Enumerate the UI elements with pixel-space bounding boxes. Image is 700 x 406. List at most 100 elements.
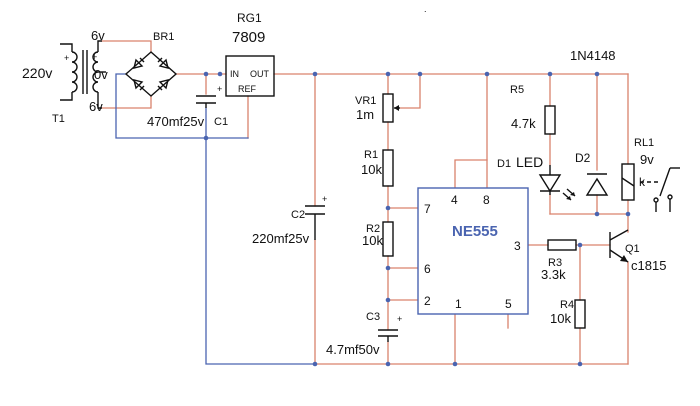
primary-plus: + xyxy=(64,53,69,63)
regulator-in-pin: IN xyxy=(230,69,239,79)
junction-dot xyxy=(203,135,209,141)
junction-dot xyxy=(385,205,391,211)
r4-name: R4 xyxy=(560,299,574,311)
secondary-lead xyxy=(97,40,102,52)
relay-contact xyxy=(667,194,673,200)
capacitor-c2 xyxy=(305,205,325,240)
resistor-body xyxy=(382,221,394,257)
junction-dot xyxy=(385,361,391,367)
junction-dot xyxy=(203,71,209,77)
diode-d2 xyxy=(585,173,609,196)
r5-value: 4.7k xyxy=(511,116,536,131)
junction-dot xyxy=(577,361,583,367)
pin-6-label: 6 xyxy=(424,262,431,276)
bridge-diode-bar xyxy=(139,85,145,91)
resistor-body xyxy=(382,93,394,123)
c3-plus: + xyxy=(397,314,402,324)
regulator-body xyxy=(225,55,275,97)
junction-dot xyxy=(484,71,490,77)
led-d1 xyxy=(538,165,576,201)
bridge-diode xyxy=(133,58,144,69)
resistor-body xyxy=(382,149,394,187)
r2-value: 10k xyxy=(362,233,383,248)
pin-4-label: 4 xyxy=(451,193,458,207)
secondary-bottom-voltage: 6v xyxy=(89,99,103,114)
c3-value: 4.7mf50v xyxy=(326,342,380,357)
relay-switch xyxy=(659,167,671,197)
wiper-arrow xyxy=(394,105,399,111)
junction-dot xyxy=(577,242,583,248)
resistor-r2 xyxy=(382,221,394,257)
relay-rl1 xyxy=(621,163,680,212)
diode-type: 1N4148 xyxy=(570,48,616,63)
junction-dot xyxy=(385,297,391,303)
r5-name: R5 xyxy=(510,84,524,96)
secondary-lead xyxy=(97,92,102,109)
junction-dot xyxy=(417,71,423,77)
regulator-type: 7809 xyxy=(232,29,265,46)
wire-sec-bot xyxy=(101,95,152,109)
c2-plus: + xyxy=(322,194,327,204)
secondary-plus: + xyxy=(92,52,97,62)
regulator-ref-pin: REF xyxy=(238,84,257,94)
led-label: LED xyxy=(516,154,543,170)
relay-contact xyxy=(653,197,659,203)
bridge-rectifier-br1 xyxy=(124,51,178,97)
wire-sec-top xyxy=(101,40,152,53)
input-voltage-label: 220v xyxy=(22,65,52,81)
junction-dot xyxy=(312,361,318,367)
capacitor-c3 xyxy=(378,329,398,342)
junction-dot xyxy=(594,71,600,77)
relay-coil xyxy=(621,163,635,201)
ground-bridge-minus xyxy=(115,73,249,139)
junction-dot xyxy=(547,71,553,77)
regulator-rg1 xyxy=(225,55,275,97)
primary-lead xyxy=(60,43,73,52)
resistor-body xyxy=(547,239,577,251)
r3-name: R3 xyxy=(548,257,562,269)
r1-name: R1 xyxy=(364,149,378,161)
wire-pin4 xyxy=(454,159,488,189)
signal-wires xyxy=(101,40,629,365)
r1-value: 10k xyxy=(361,162,382,177)
c2-value: 220mf25v xyxy=(252,231,310,246)
junction-dot xyxy=(217,71,223,77)
wire-vr1-wiper xyxy=(399,73,421,109)
r2-name: R2 xyxy=(366,223,380,235)
resistor-r5 xyxy=(544,105,556,135)
bridge-diode xyxy=(133,79,144,90)
junction-dot xyxy=(625,211,631,217)
resistor-r1 xyxy=(382,149,394,187)
regulator-out-pin: OUT xyxy=(250,69,270,79)
ground-wires xyxy=(115,73,316,365)
transistor-q1 xyxy=(609,229,629,263)
transformer-name: T1 xyxy=(52,113,65,125)
c3-name: C3 xyxy=(366,311,380,323)
chip-body xyxy=(417,187,529,315)
bridge-name: BR1 xyxy=(153,31,174,43)
d1-name: D1 xyxy=(497,158,511,170)
stray-mark: . xyxy=(424,4,427,14)
junction-dot xyxy=(594,211,600,217)
resistor-body xyxy=(544,105,556,135)
resistor-r3 xyxy=(547,239,577,251)
emitter-arrow xyxy=(620,255,628,262)
primary-lead xyxy=(60,92,73,101)
junction-dot xyxy=(385,71,391,77)
q1-type: c1815 xyxy=(631,258,666,273)
vr1-value: 1m xyxy=(356,107,374,122)
d2-name: D2 xyxy=(575,151,591,165)
pin-1-label: 1 xyxy=(455,297,462,311)
bridge-diode-bar xyxy=(157,85,163,91)
relay-name: RL1 xyxy=(634,137,654,149)
diode-triangle xyxy=(585,177,609,196)
center-tap-voltage: 0v xyxy=(94,67,108,82)
bridge-diode xyxy=(158,79,169,90)
regulator-name: RG1 xyxy=(237,11,262,25)
pin-3-label: 3 xyxy=(514,239,521,253)
junction-dot xyxy=(452,361,458,367)
resistor-body xyxy=(574,299,586,329)
pin-7-label: 7 xyxy=(424,202,431,216)
relay-voltage: 9v xyxy=(640,152,654,167)
